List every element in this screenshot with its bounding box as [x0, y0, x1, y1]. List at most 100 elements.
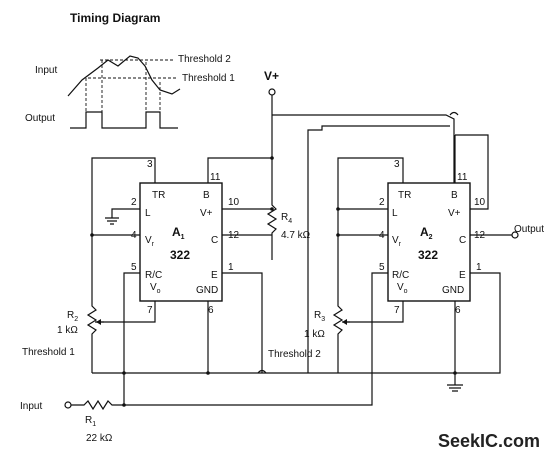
bus-node-124: [122, 371, 126, 375]
a2-pin5-num: 5: [379, 262, 385, 273]
resistor-r1: Input R1 22 kΩ: [20, 399, 124, 444]
a1-pin2-wire: [111, 208, 140, 218]
a1-ground-icon: [105, 217, 119, 225]
bottom-buses: [92, 369, 373, 407]
a2-pin7-wire: [346, 301, 404, 323]
a2-pin3-num: 3: [394, 159, 400, 170]
r3-note: Threshold 2: [268, 349, 321, 360]
a1-to-a2-feedback: [307, 125, 450, 373]
a2-pin3-wire: [337, 157, 404, 236]
a2-pin6-num: 6: [455, 305, 461, 316]
a1-pin-e: E: [211, 270, 218, 281]
r3-zigzag: [332, 235, 344, 373]
a2-node-209: [336, 207, 340, 211]
a2-pin5-wire: [371, 272, 388, 373]
chip-a2-body: [387, 182, 471, 302]
chip-a1-body: [139, 182, 223, 302]
a2-pin1-num: 1: [476, 262, 482, 273]
r1-value: 22 kΩ: [86, 433, 113, 444]
crossover-262: [257, 369, 267, 374]
a1-pin1-wire: [222, 272, 263, 373]
r4-name: R4: [281, 212, 292, 225]
input-terminal: [64, 401, 72, 409]
a1-pin7-num: 7: [147, 305, 153, 316]
a1-pin1-num: 1: [228, 262, 234, 273]
a1-pin3-wire: [91, 157, 156, 236]
chip-a1: TR B L V+ Vr C R/C E Vo GND A1 322 3 11 …: [91, 157, 272, 373]
r2-note: Threshold 1: [22, 347, 75, 358]
input-label: Input: [20, 401, 42, 412]
a1-pin-rc: R/C: [145, 270, 162, 281]
a2-pin-tr: TR: [398, 190, 411, 201]
resistor-r4: R4 4.7 kΩ: [266, 156, 311, 241]
watermark: SeekIC.com: [438, 431, 540, 451]
supply-label: V+: [264, 69, 279, 83]
a2-name: A2: [420, 225, 433, 241]
a2-pin2-num: 2: [379, 197, 385, 208]
r2-wiper-arrow-icon: [96, 319, 101, 325]
a1-pin-c: C: [211, 235, 218, 246]
timing-input-label: Input: [35, 65, 57, 76]
a2-node-gnd: [453, 371, 457, 375]
a2-pin-rc: R/C: [392, 270, 409, 281]
a1-pin-vr: Vr: [145, 235, 155, 248]
timing-threshold1-label: Threshold 1: [182, 73, 235, 84]
supply-terminal: [268, 88, 276, 96]
a1-pin-tr: TR: [152, 190, 165, 201]
timing-diagram-title: Timing Diagram: [70, 11, 160, 25]
input-bus: [124, 373, 373, 406]
a1-pin5-wire: [123, 272, 140, 373]
a2-pin1-wire: [308, 272, 501, 374]
input-waveform: [67, 55, 181, 97]
a1-pin3-num: 3: [147, 159, 153, 170]
supply-crossover: [449, 111, 459, 116]
timing-output-label: Output: [25, 113, 55, 124]
a2-pin-l: L: [392, 208, 398, 219]
supply-rail: V+: [264, 69, 459, 190]
supply-node: [270, 156, 274, 160]
r4-node-top: [270, 207, 274, 211]
a1-pin-vo: Vo: [150, 282, 161, 295]
r3-name: R3: [314, 310, 325, 323]
a1-pin5-num: 5: [131, 262, 137, 273]
a1-pin-l: L: [145, 208, 151, 219]
chip-a2: TR B L V+ Vr C R/C E Vo GND A2 322 3 1 1 …: [271, 125, 512, 392]
output-terminal-group: Output: [511, 224, 544, 239]
a2-pin10-loop: [455, 134, 489, 210]
a1-pin11-wire: [207, 157, 272, 183]
a2-pin-gnd: GND: [442, 285, 464, 296]
r2-zigzag: [86, 235, 98, 373]
r4-value: 4.7 kΩ: [281, 230, 311, 241]
a2-pin-vo: Vo: [397, 282, 408, 295]
a2-pin11-num: 11: [457, 172, 468, 183]
a1-pin11-num: 11: [210, 172, 221, 183]
a1-part: 322: [170, 248, 190, 262]
a2-pin-b: B: [451, 190, 458, 201]
a1-pin7-wire: [95, 301, 156, 323]
a1-name: A1: [172, 225, 185, 241]
a2-pin7-num: 7: [394, 305, 400, 316]
a2-pin-c: C: [459, 235, 466, 246]
a1-pin-gnd: GND: [196, 285, 218, 296]
a2-part: 322: [418, 248, 438, 262]
a1-pin6-num: 6: [208, 305, 214, 316]
potentiometer-r3: R3 1 kΩ Threshold 2: [268, 235, 350, 373]
a2-ground-icon: [447, 384, 463, 392]
a1-pin2-num: 2: [131, 197, 137, 208]
a2-pin-vr: Vr: [392, 235, 402, 248]
a1-pin-b: B: [203, 190, 210, 201]
r4-zigzag: [266, 158, 278, 235]
potentiometer-r2: R2 1 kΩ Threshold 1: [22, 233, 104, 373]
r1-name: R1: [85, 415, 96, 428]
a2-pin-e: E: [459, 270, 466, 281]
r3-value: 1 kΩ: [304, 329, 325, 340]
bus-node-208: [206, 371, 210, 375]
timing-diagram: Timing Diagram Input Output Threshold 2 …: [25, 11, 235, 129]
a1-pin10-num: 10: [228, 197, 240, 208]
r2-node: [90, 233, 94, 237]
timing-threshold2-label: Threshold 2: [178, 54, 231, 65]
a2-pin-vplus: V+: [448, 208, 461, 219]
r3-wiper-arrow-icon: [342, 319, 347, 325]
supply-wire-to-a2: [272, 114, 455, 190]
